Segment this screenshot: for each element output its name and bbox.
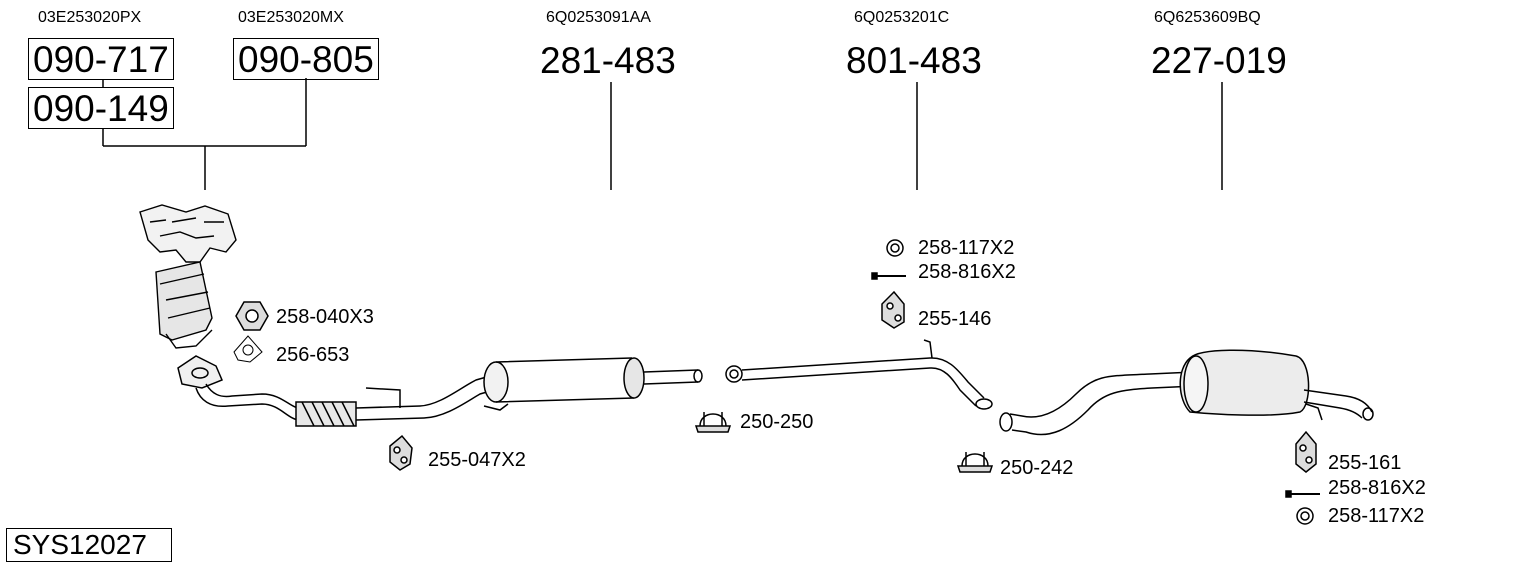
washer-icon	[886, 239, 904, 257]
washer-icon	[1296, 507, 1314, 525]
accessory-washer-2-label[interactable]: 258-117X2	[1328, 505, 1425, 527]
intermediate-pipe-drawing	[725, 339, 993, 410]
front-pipe-drawing	[177, 355, 509, 427]
part-number-intermediate-pipe[interactable]: 801-483	[846, 40, 982, 81]
rear-silencer-drawing	[999, 349, 1374, 436]
part-number-middle-silencer[interactable]: 281-483	[540, 40, 676, 81]
rubber-hanger-icon	[1295, 430, 1317, 473]
nut-icon	[235, 301, 269, 331]
accessory-clamp-2-label[interactable]: 250-242	[1000, 457, 1074, 479]
oem-number-middle: 6Q0253091AA	[546, 9, 651, 26]
catalytic-converter-drawing	[139, 204, 237, 349]
accessory-bolt-2-label[interactable]: 258-816X2	[1328, 477, 1426, 499]
leader-lines	[102, 78, 1223, 190]
bolt-icon	[1285, 490, 1320, 498]
gasket-icon	[233, 335, 263, 363]
accessory-hanger-front-label[interactable]: 255-047X2	[428, 449, 526, 471]
clamp-icon	[694, 412, 732, 433]
oem-number-manifold-b: 03E253020MX	[238, 9, 344, 26]
oem-number-rear: 6Q6253609BQ	[1154, 9, 1261, 26]
accessory-washer-1-label[interactable]: 258-117X2	[918, 237, 1015, 259]
part-box-cat-2[interactable]: 090-805	[233, 38, 379, 80]
accessory-gasket-label[interactable]: 256-653	[276, 344, 350, 366]
system-id-box: SYS12027	[6, 528, 172, 562]
oem-number-intermediate: 6Q0253201C	[854, 9, 950, 26]
rubber-hanger-icon	[881, 290, 905, 329]
bolt-icon	[871, 272, 906, 280]
accessory-bolt-1-label[interactable]: 258-816X2	[918, 261, 1016, 283]
accessory-clamp-1-label[interactable]: 250-250	[740, 411, 814, 433]
clamp-icon	[956, 452, 994, 473]
part-box-cat-3[interactable]: 090-149	[28, 87, 174, 129]
oem-number-manifold-a: 03E253020PX	[38, 9, 142, 26]
middle-silencer-drawing	[483, 357, 703, 403]
accessory-hanger-rear-label[interactable]: 255-161	[1328, 452, 1402, 474]
part-number-rear-silencer[interactable]: 227-019	[1151, 40, 1287, 81]
rubber-hanger-icon	[389, 434, 413, 471]
accessory-nut-label[interactable]: 258-040X3	[276, 306, 374, 328]
accessory-hanger-mid-label[interactable]: 255-146	[918, 308, 992, 330]
part-box-cat-1[interactable]: 090-717	[28, 38, 174, 80]
